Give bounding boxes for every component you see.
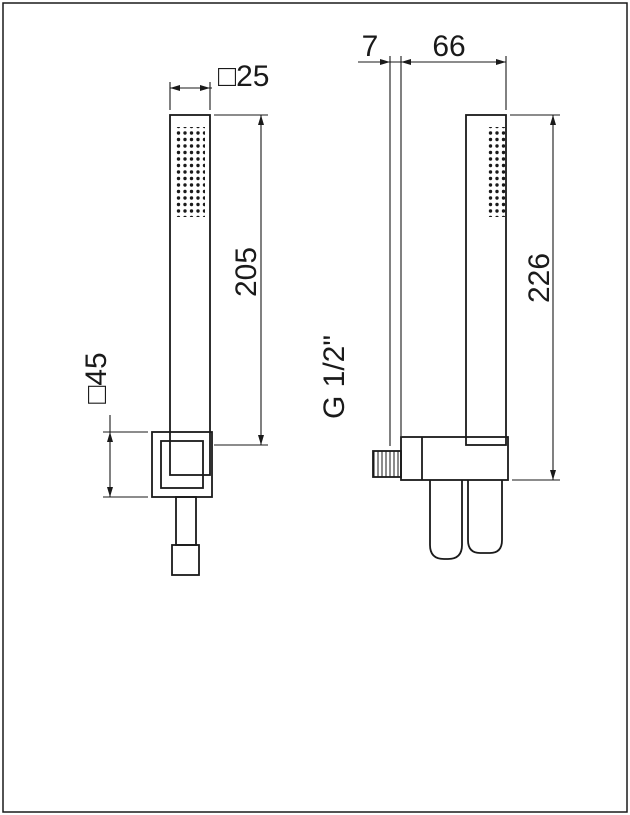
dim-width-arrow-left <box>170 85 180 91</box>
dim-width-label: □25 <box>218 60 270 93</box>
dim-offset-arrow-right <box>401 59 411 65</box>
handle-lower-side <box>467 480 503 554</box>
dim-bracket-label: □45 <box>80 352 113 404</box>
dim-bracket-arrow-top <box>107 432 113 442</box>
dim-depth-label: 66 <box>432 30 465 63</box>
dim-offset-label: 7 <box>362 30 379 63</box>
dim-offset-arrow-left <box>380 59 390 65</box>
handshower-body-front <box>169 114 211 476</box>
dimensions: □25 205 □45 7 66 226 G 1/2" <box>80 30 560 498</box>
dim-length-label: 205 <box>230 247 263 297</box>
dim-width-arrow-right <box>200 85 210 91</box>
spray-face-dots-side <box>488 127 506 217</box>
hose-side <box>429 480 463 560</box>
dim-length-arrow-bottom <box>258 435 264 445</box>
dim-height-label: 226 <box>523 253 556 303</box>
dim-depth-arrow-right <box>496 59 506 65</box>
wall-bracket-front <box>151 431 213 498</box>
thread-size-label: G 1/2" <box>318 335 351 419</box>
thread-nipple <box>372 450 402 478</box>
handle-stem-front <box>175 496 197 546</box>
wall-bracket-inner-front <box>160 440 204 489</box>
spray-face-dots-front <box>175 127 205 217</box>
dim-height-arrow-top <box>550 115 556 125</box>
dim-length-arrow-top <box>258 115 264 125</box>
hose-connector-front <box>171 544 200 576</box>
handshower-body-side <box>465 114 507 446</box>
dim-height-arrow-bottom <box>550 470 556 480</box>
dim-bracket-arrow-bottom <box>107 487 113 497</box>
wall-bracket-side <box>400 436 509 481</box>
side-view <box>372 114 509 560</box>
front-view <box>151 114 213 576</box>
